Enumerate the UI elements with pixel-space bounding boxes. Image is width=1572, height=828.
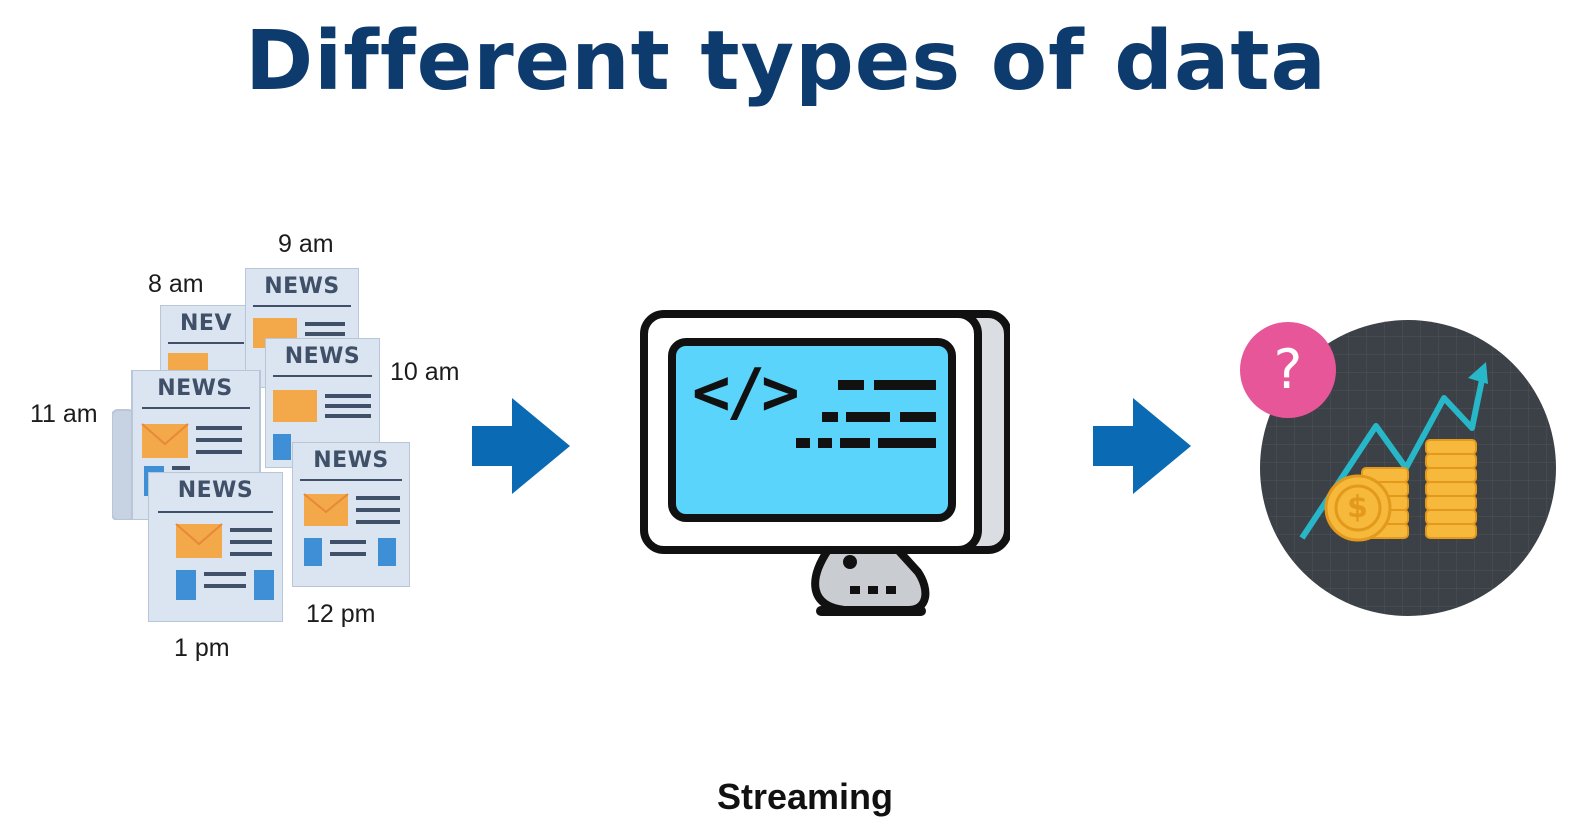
newspaper-title: NEWS [313, 448, 389, 473]
question-badge: ? [1240, 322, 1336, 418]
time-label-1pm: 1 pm [174, 634, 230, 662]
dollar-symbol: $ [1347, 490, 1368, 525]
page-title: Different types of data [245, 14, 1327, 109]
arrow-right-icon [1093, 398, 1191, 494]
computer-monitor-icon [640, 310, 1010, 616]
newspaper-title: NEWS [177, 478, 254, 503]
time-label-8am: 8 am [148, 270, 204, 298]
newspaper-title: NEWS [284, 344, 361, 369]
financial-growth-icon [1260, 320, 1556, 616]
newspaper-title: NEWS [264, 274, 340, 299]
newspaper-icon [291, 441, 411, 588]
question-mark-icon: ? [1273, 338, 1303, 401]
newspaper-title: NEWS [157, 376, 233, 401]
time-label-11am: 11 am [30, 400, 98, 428]
time-label-12pm: 12 pm [306, 600, 376, 628]
newspaper-icon [147, 471, 284, 623]
code-symbol: </> [692, 356, 800, 430]
time-label-10am: 10 am [390, 358, 460, 386]
arrow-right-icon [472, 398, 570, 494]
diagram-caption: Streaming [716, 776, 894, 817]
newspaper-title: NEV [180, 311, 232, 336]
newspaper-12pm: NEWS [291, 441, 411, 588]
newspaper-1pm: NEWS [147, 471, 284, 623]
time-label-9am: 9 am [278, 230, 334, 258]
